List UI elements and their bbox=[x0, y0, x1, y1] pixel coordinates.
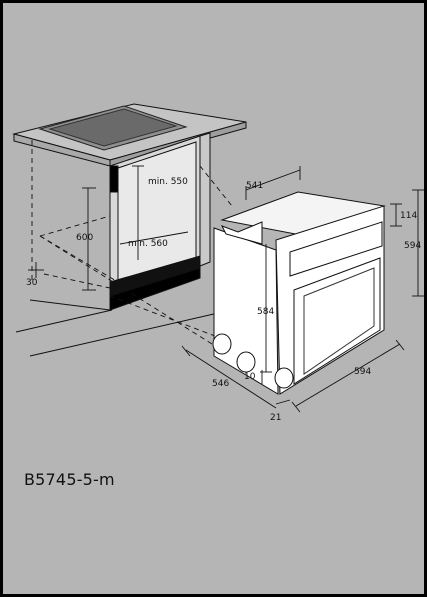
worktop-niche bbox=[12, 103, 247, 357]
label-oven-depth-total: 546 bbox=[212, 379, 229, 389]
label-min-height: min. 550 bbox=[148, 177, 188, 187]
label-oven-depth: 541 bbox=[246, 181, 263, 191]
label-oven-width: 594 bbox=[354, 367, 371, 377]
oven-body bbox=[212, 191, 386, 395]
label-panel-height: 114 bbox=[400, 211, 417, 221]
oven-dimensions bbox=[181, 166, 424, 413]
niche-dimensions bbox=[28, 165, 189, 291]
label-worktop-offset: 30 bbox=[26, 278, 38, 288]
figure-caption: B5745-5-m bbox=[24, 470, 115, 489]
label-front-depth: 21 bbox=[270, 413, 281, 423]
top-border bbox=[0, 0, 427, 3]
label-niche-height: 600 bbox=[76, 233, 93, 243]
label-foot-height: 10 bbox=[244, 372, 256, 382]
label-inner-height: 584 bbox=[257, 307, 274, 317]
label-min-depth: min. 560 bbox=[128, 239, 168, 249]
guide-lines bbox=[31, 140, 237, 345]
label-oven-height: 594 bbox=[404, 241, 421, 251]
